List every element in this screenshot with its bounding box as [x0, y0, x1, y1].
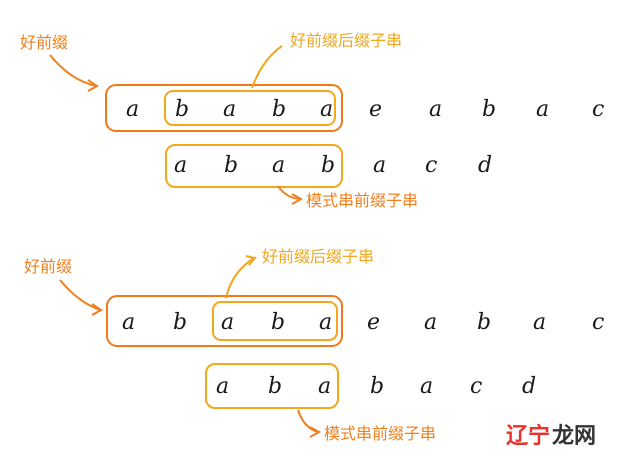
- main-char: a: [320, 97, 333, 122]
- arrowhead-icon: [309, 426, 322, 438]
- main-char: b: [477, 310, 491, 335]
- pattern-char: d: [522, 374, 536, 399]
- main-char: e: [367, 310, 380, 335]
- main-char: a: [221, 310, 234, 335]
- pattern-char: a: [318, 374, 331, 399]
- arrowhead-icon: [291, 193, 304, 205]
- main-char: a: [319, 310, 332, 335]
- good-prefix-label-2: 好前缀: [24, 257, 72, 276]
- pattern-char: b: [224, 153, 238, 178]
- main-char: b: [271, 310, 285, 335]
- pattern-prefix-box-2: [205, 363, 339, 409]
- suffix-substring-box-1: [164, 90, 336, 126]
- pattern-prefix-label-1: 模式串前缀子串: [306, 191, 418, 210]
- pattern-string-2: a b a b a c d: [216, 374, 536, 399]
- pattern-prefix-label-2: 模式串前缀子串: [324, 424, 436, 443]
- pattern-prefix-arrow-1: [277, 185, 301, 200]
- suffix-pointer-line-2: [225, 257, 255, 299]
- arrowhead-icon: [87, 79, 99, 92]
- main-char: a: [533, 310, 546, 335]
- pattern-char: a: [216, 374, 229, 399]
- watermark-red: 辽宁: [506, 423, 550, 449]
- pattern-char: b: [268, 374, 282, 399]
- pattern-char: a: [174, 153, 187, 178]
- suffix-label-2: 好前缀后缀子串: [262, 247, 374, 266]
- diagram-2: 好前缀 好前缀后缀子串 a b a b a e a b a c a b: [24, 247, 604, 443]
- main-char: b: [175, 97, 189, 122]
- good-prefix-label-1: 好前缀: [20, 33, 68, 52]
- pattern-prefix-box-1: [165, 144, 343, 188]
- good-prefix-arrow-1: [49, 54, 97, 87]
- suffix-pointer-line-1: [251, 45, 283, 89]
- main-char: b: [173, 310, 187, 335]
- main-char: b: [272, 97, 286, 122]
- main-string-1: a b a b a e a b a c: [126, 97, 604, 122]
- main-char: a: [223, 97, 236, 122]
- pattern-char: b: [321, 153, 335, 178]
- main-char: a: [429, 97, 442, 122]
- main-char: e: [369, 97, 382, 122]
- good-prefix-box-2: [106, 295, 343, 347]
- arrowhead-icon: [91, 303, 103, 316]
- pattern-string-1: a b a b a c d: [174, 153, 492, 178]
- main-string-2: a b a b a e a b a c: [122, 310, 604, 335]
- main-char: a: [424, 310, 437, 335]
- pattern-char: d: [478, 153, 492, 178]
- pattern-char: a: [272, 153, 285, 178]
- suffix-label-1: 好前缀后缀子串: [290, 31, 402, 50]
- pattern-char: b: [370, 374, 384, 399]
- good-prefix-box-1: [105, 84, 343, 132]
- main-char: a: [126, 97, 139, 122]
- pattern-char: c: [425, 153, 437, 178]
- main-char: c: [592, 97, 604, 122]
- pattern-char: a: [420, 374, 433, 399]
- main-char: a: [536, 97, 549, 122]
- watermark-logo: 辽宁 龙网: [506, 423, 596, 449]
- pattern-char: c: [470, 374, 482, 399]
- good-prefix-arrow-2: [59, 279, 101, 311]
- watermark-dark: 龙网: [552, 424, 596, 449]
- diagram-1: 好前缀 好前缀后缀子串 a b a b a e a b a c a b a: [20, 31, 604, 210]
- main-char: c: [592, 310, 604, 335]
- main-char: a: [122, 310, 135, 335]
- main-char: b: [482, 97, 496, 122]
- suffix-substring-box-2: [212, 301, 338, 341]
- pattern-char: a: [373, 153, 386, 178]
- arrowhead-icon: [245, 255, 257, 266]
